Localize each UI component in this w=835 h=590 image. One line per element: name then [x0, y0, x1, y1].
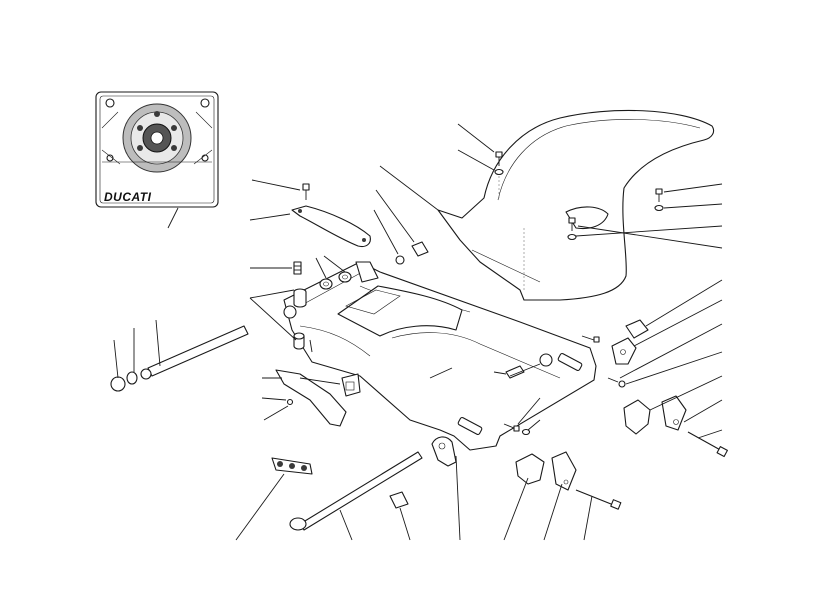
spacer-icon: [293, 288, 307, 350]
adjuster-block-icon: [515, 451, 577, 491]
chain-adjuster-icon: [623, 395, 687, 435]
long-bolt-lower-icon: [575, 489, 622, 510]
bolt-icon-right: [581, 335, 626, 388]
chain-slider-icon: [275, 369, 361, 427]
inset-sprocket-panel: DUCATI: [95, 91, 219, 208]
ducati-logo: DUCATI: [104, 190, 152, 204]
pivot-shaft-icon: [289, 451, 423, 531]
bolt-icon: [302, 183, 310, 200]
chain-link-icon: [271, 457, 313, 475]
caliper-bracket-icon: [431, 436, 457, 467]
sprocket-icon: [122, 103, 192, 173]
rear-axle-icon: [110, 325, 249, 392]
bracket-icon: [611, 337, 637, 365]
rubber-plug-icon: [395, 241, 429, 265]
rubber-cap-icon: [389, 491, 409, 509]
chain-guard-upper: [291, 205, 371, 248]
bolt-washer-icon: [503, 423, 531, 436]
long-bolt-icon: [687, 431, 728, 458]
grease-nipple-icon: [505, 353, 553, 379]
washer-icon: [319, 271, 352, 290]
rubber-bumper-icon: [625, 319, 649, 339]
screw-icon-right: [567, 188, 664, 241]
bushing-icon: [293, 261, 302, 275]
swingarm: [283, 261, 597, 451]
screw-icon: [494, 151, 504, 198]
rear-mudguard: [437, 109, 715, 301]
